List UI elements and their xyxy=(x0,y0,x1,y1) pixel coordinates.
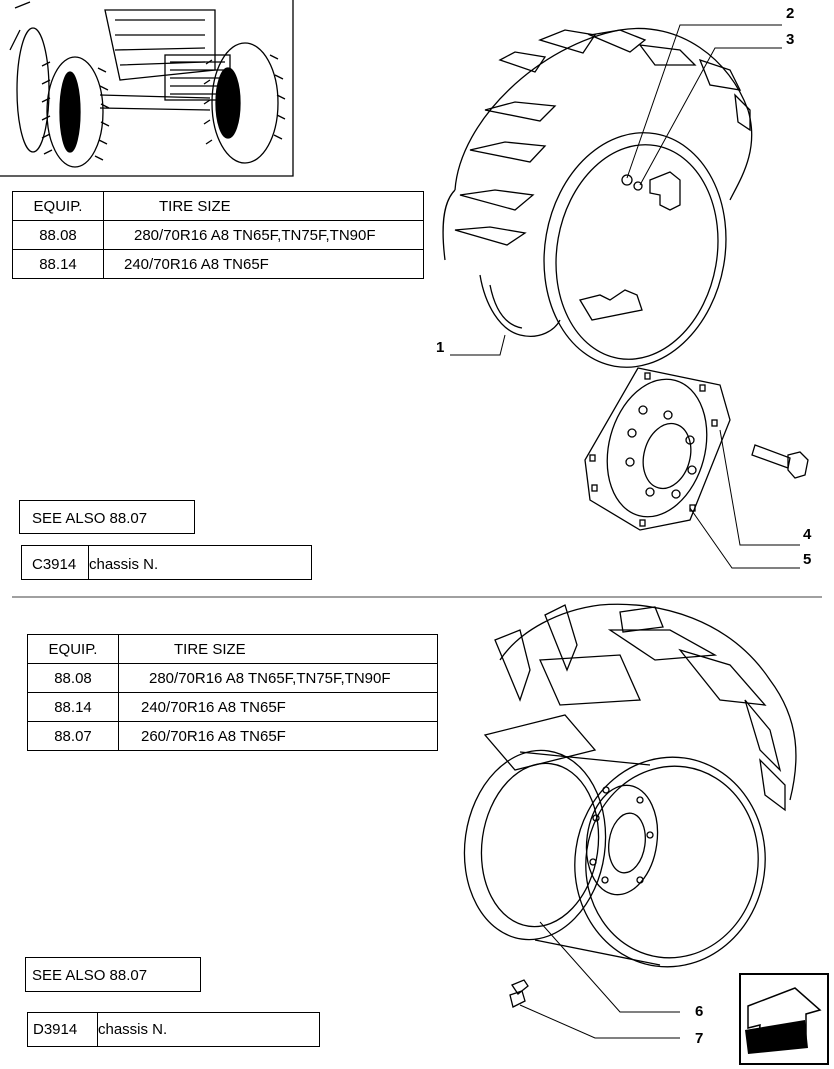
callout-6: 6 xyxy=(695,1003,704,1020)
see-also-label: SEE ALSO 88.07 xyxy=(32,967,148,984)
see-also-box-bottom[interactable]: SEE ALSO 88.07 xyxy=(25,957,201,992)
equip-header: EQUIP. xyxy=(12,191,104,221)
equip-cell: 88.07 xyxy=(27,721,119,751)
rear-wheel-with-rim-diagram xyxy=(463,603,797,968)
table-row: 88.14 240/70R16 A8 TN65F xyxy=(12,249,424,279)
chassis-label: chassis N. xyxy=(98,1021,168,1038)
tire-size-cell: 280/70R16 A8 TN65F,TN75F,TN90F xyxy=(103,220,424,250)
arrow-back-icon[interactable] xyxy=(739,973,829,1065)
tire-size-cell: 260/70R16 A8 TN65F xyxy=(118,721,438,751)
tire-size-cell: 240/70R16 A8 TN65F xyxy=(118,692,438,722)
table-row: 88.07 260/70R16 A8 TN65F xyxy=(27,721,438,751)
callout-leaders-top xyxy=(450,24,800,569)
chassis-divider xyxy=(97,1013,98,1046)
tractor-front-thumbnail xyxy=(0,0,294,177)
tire-valve-diagram xyxy=(509,979,529,1008)
table-row: 88.14 240/70R16 A8 TN65F xyxy=(27,692,438,722)
equip-cell: 88.08 xyxy=(12,220,104,250)
callout-2: 2 xyxy=(786,5,795,22)
callout-leaders-bottom xyxy=(519,921,680,1039)
tire-size-header: TIRE SIZE xyxy=(118,634,438,664)
tire-size-table-bottom: EQUIP. TIRE SIZE 88.08 280/70R16 A8 TN65… xyxy=(27,634,438,751)
equip-cell: 88.14 xyxy=(27,692,119,722)
tire-size-cell: 240/70R16 A8 TN65F xyxy=(103,249,424,279)
callout-3: 3 xyxy=(786,31,795,48)
tire-size-table-top: EQUIP. TIRE SIZE 88.08 280/70R16 A8 TN65… xyxy=(12,191,424,279)
front-wheel-with-rim-diagram xyxy=(442,27,753,368)
table-row: 88.08 280/70R16 A8 TN65F,TN75F,TN90F xyxy=(12,220,424,250)
chassis-label: chassis N. xyxy=(89,556,159,573)
see-also-box-top[interactable]: SEE ALSO 88.07 xyxy=(19,500,195,534)
chassis-code: D3914 xyxy=(33,1021,78,1038)
chassis-box-top: C3914 chassis N. xyxy=(21,545,312,580)
equip-cell: 88.14 xyxy=(12,249,104,279)
chassis-code: C3914 xyxy=(32,556,77,573)
callout-5: 5 xyxy=(803,551,812,568)
table-row: 88.08 280/70R16 A8 TN65F,TN75F,TN90F xyxy=(27,663,438,693)
tire-size-cell: 280/70R16 A8 TN65F,TN75F,TN90F xyxy=(118,663,438,693)
callout-7: 7 xyxy=(695,1030,704,1047)
equip-cell: 88.08 xyxy=(27,663,119,693)
callout-4: 4 xyxy=(803,526,812,543)
equip-header: EQUIP. xyxy=(27,634,119,664)
wheel-center-plate-diagram xyxy=(584,367,731,531)
see-also-label: SEE ALSO 88.07 xyxy=(32,510,148,527)
tire-size-header: TIRE SIZE xyxy=(103,191,424,221)
chassis-box-bottom: D3914 chassis N. xyxy=(27,1012,320,1047)
wheel-bolt-diagram xyxy=(751,444,809,479)
chassis-divider xyxy=(88,546,89,579)
callout-1: 1 xyxy=(436,339,445,356)
